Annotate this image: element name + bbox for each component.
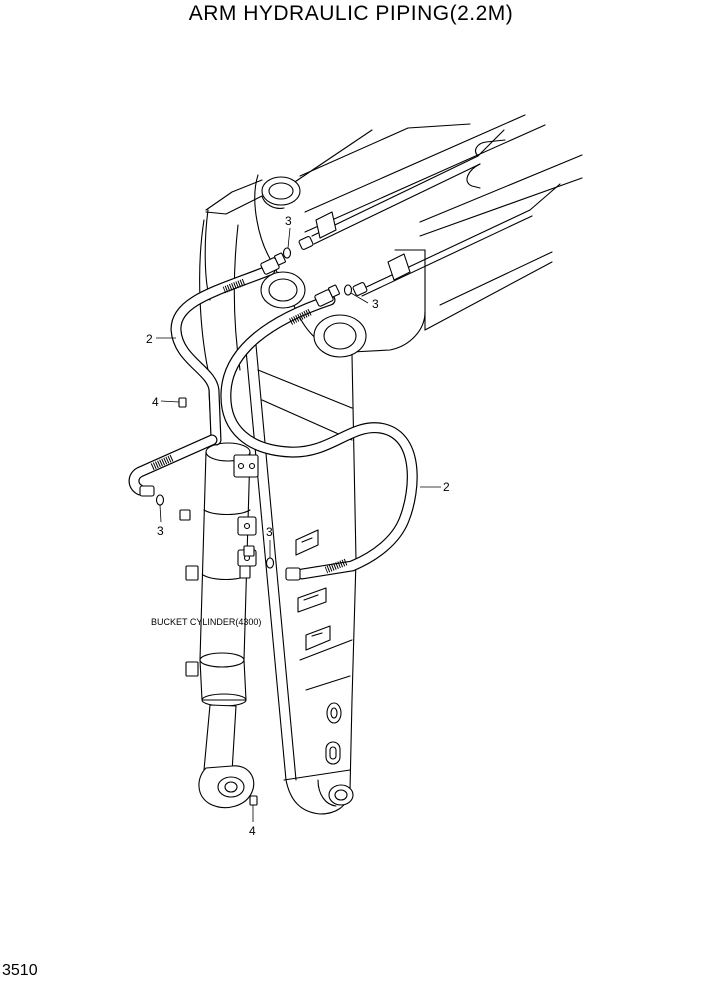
callout-hose-left: 2	[146, 332, 153, 346]
callout-oring-left: 3	[157, 524, 164, 538]
arm	[245, 344, 357, 815]
hose-cylinder-feed	[128, 434, 218, 496]
leader-lines	[156, 227, 441, 822]
page-number: 3510	[2, 962, 38, 979]
bucket-cylinder	[185, 219, 259, 809]
callout-oring-middle: 3	[266, 525, 273, 539]
callout-oring-top: 3	[285, 214, 292, 228]
diagram-title: ARM HYDRAULIC PIPING(2.2M)	[188, 2, 514, 25]
callout-oring-upper-right: 3	[372, 297, 379, 311]
boom-pivot-boss	[261, 176, 301, 209]
callout-hose-right: 2	[443, 480, 450, 494]
grease-nipples	[178, 397, 258, 806]
boom-pipes	[311, 129, 561, 297]
hose-left	[170, 264, 276, 446]
callout-grease-bottom: 4	[249, 824, 256, 838]
hose-right	[220, 294, 418, 580]
callout-grease-top: 4	[152, 395, 159, 409]
bucket-cylinder-label: BUCKET CYLINDER(4300)	[151, 617, 261, 627]
callouts: 2 2 3 3 3 3 4 4	[146, 214, 450, 838]
arm-pivot-bosses	[260, 271, 367, 358]
boom	[204, 114, 583, 353]
hose-fittings	[139, 236, 368, 581]
